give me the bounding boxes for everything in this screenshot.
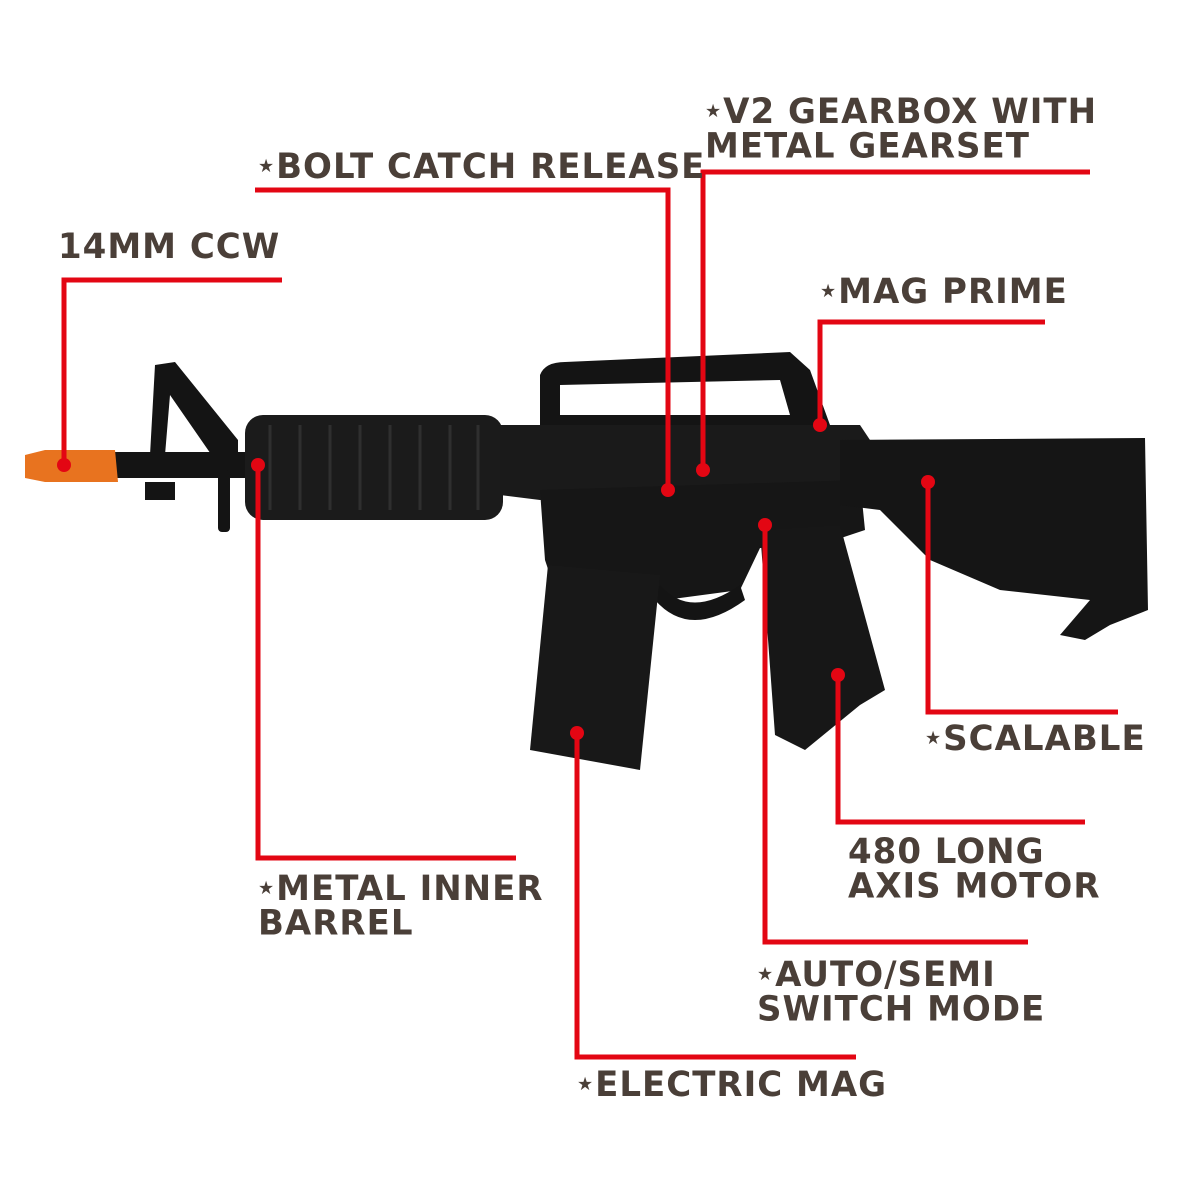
callout-line-barrel <box>255 465 516 861</box>
label-bolt-catch-release: ★BOLT CATCH RELEASE <box>258 146 706 188</box>
rifle-body <box>110 352 1148 770</box>
callout-line-motor <box>835 675 1085 825</box>
label-electric-mag: ★ELECTRIC MAG <box>577 1064 888 1106</box>
upper-receiver <box>500 425 870 500</box>
callout-line-scalable <box>925 482 1118 715</box>
star-icon: ★ <box>258 155 276 178</box>
star-icon: ★ <box>577 1073 595 1096</box>
callout-line-switch <box>762 525 1028 945</box>
front-sight <box>150 362 238 460</box>
star-icon: ★ <box>925 727 943 750</box>
callout-line-flash-hider <box>61 277 282 465</box>
flash-hider <box>25 450 118 482</box>
star-icon: ★ <box>258 877 276 899</box>
callout-line-mag-prime <box>817 319 1045 425</box>
callout-line-gearbox <box>700 169 1090 470</box>
lower-receiver <box>540 480 865 600</box>
handguard <box>245 415 503 520</box>
stock <box>840 438 1148 640</box>
callout-dots <box>57 418 935 740</box>
callout-lines <box>61 169 1118 1060</box>
star-icon: ★ <box>820 280 838 303</box>
star-icon: ★ <box>757 963 775 985</box>
star-icon: ★ <box>705 100 723 122</box>
label-mag-prime: ★MAG PRIME <box>820 271 1068 313</box>
label-scalable: ★SCALABLE <box>925 718 1146 760</box>
carry-handle <box>540 352 830 425</box>
callout-line-electric-mag <box>574 733 856 1060</box>
trigger-guard <box>655 585 745 620</box>
callout-line-bolt-catch <box>255 187 671 490</box>
magazine <box>530 565 660 770</box>
label-14mm-ccw: 14MM CCW <box>58 226 281 268</box>
pistol-grip <box>760 525 885 750</box>
